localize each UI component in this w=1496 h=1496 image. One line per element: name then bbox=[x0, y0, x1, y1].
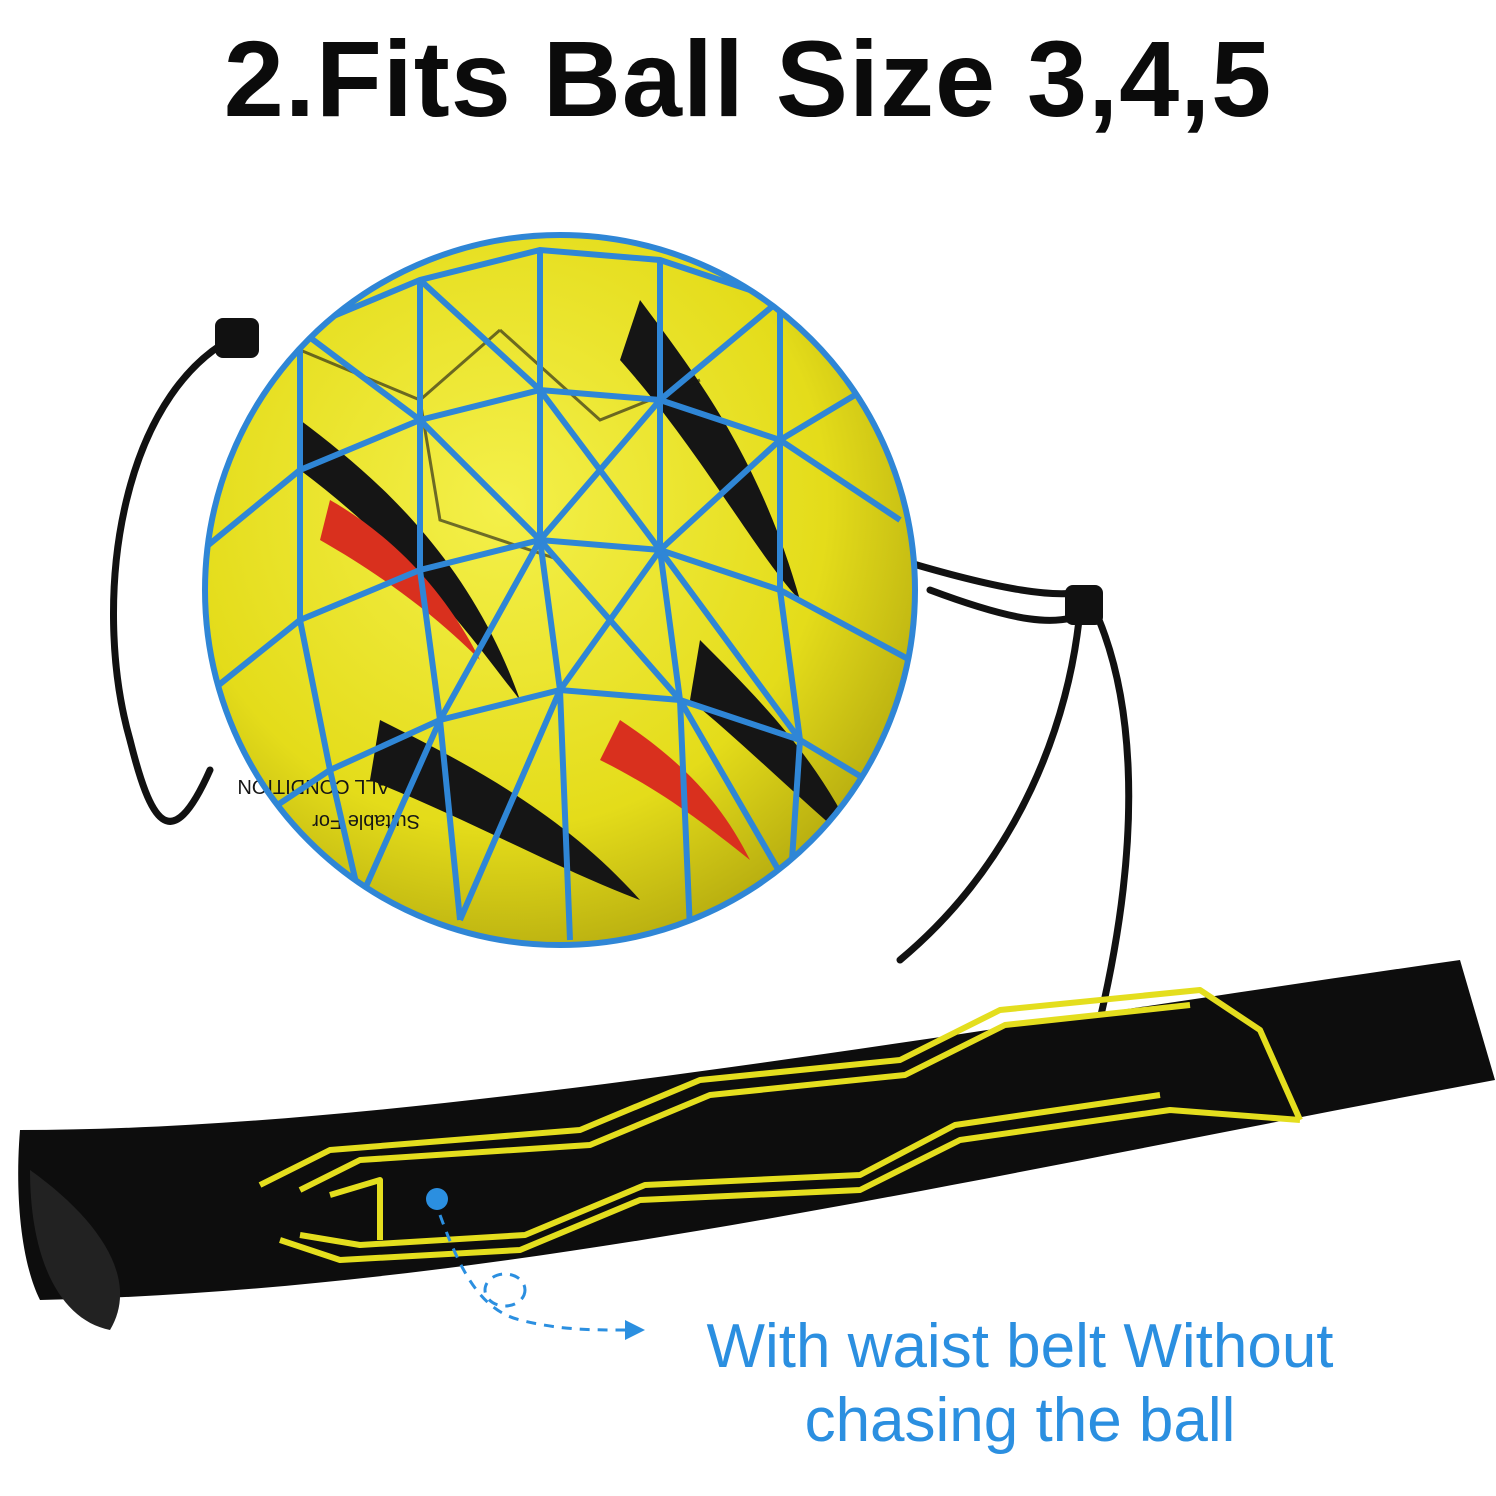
elastic-cord bbox=[110, 326, 1133, 1044]
ball-net bbox=[205, 246, 912, 941]
callout-dot bbox=[426, 1188, 448, 1210]
ball-print-line-2: Suitable For bbox=[312, 810, 420, 832]
arrow-head-icon bbox=[625, 1320, 645, 1340]
waist-belt bbox=[18, 960, 1495, 1330]
callout-line-1: With waist belt Without bbox=[706, 1312, 1334, 1381]
callout-connector bbox=[438, 1214, 626, 1332]
belt-pattern bbox=[258, 987, 1303, 1263]
cord-stopper bbox=[215, 318, 1103, 625]
ball-net-rim bbox=[202, 232, 918, 948]
football: ALL CONDITION Suitable For bbox=[205, 235, 915, 945]
belt-callout: With waist belt Without chasing the ball bbox=[640, 1310, 1400, 1459]
headline: 2.Fits Ball Size 3,4,5 bbox=[223, 18, 1273, 139]
ball-print-line-1: ALL CONDITION bbox=[237, 775, 390, 797]
callout-line-2: chasing the ball bbox=[804, 1386, 1236, 1456]
